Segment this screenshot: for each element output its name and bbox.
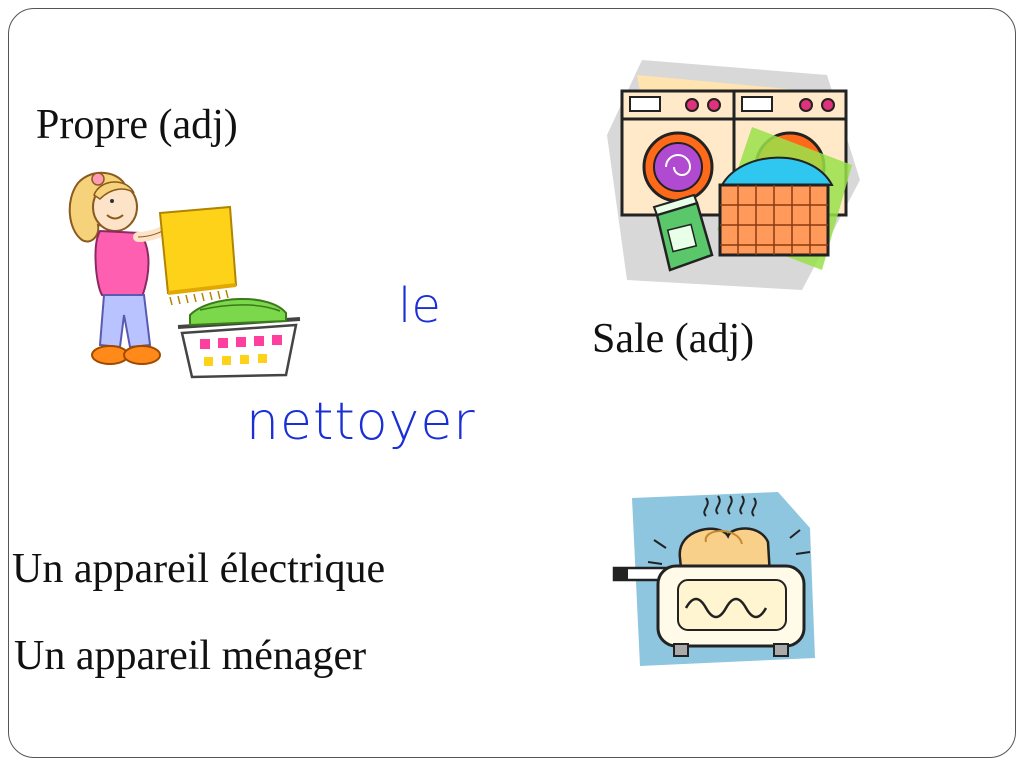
handwriting-nettoyer: nettoyer (246, 392, 476, 452)
appareil-electrique-label: Un appareil électrique (12, 546, 386, 592)
toaster-image (612, 492, 815, 666)
propre-label: Propre (adj) (36, 102, 238, 148)
handwriting-le: le (398, 278, 441, 334)
girl-laundry-image (68, 171, 301, 379)
appareil-menager-label: Un appareil ménager (14, 633, 367, 679)
washing-machines-image (607, 60, 860, 290)
slide-frame (8, 8, 1016, 758)
sale-label: Sale (adj) (592, 316, 755, 362)
